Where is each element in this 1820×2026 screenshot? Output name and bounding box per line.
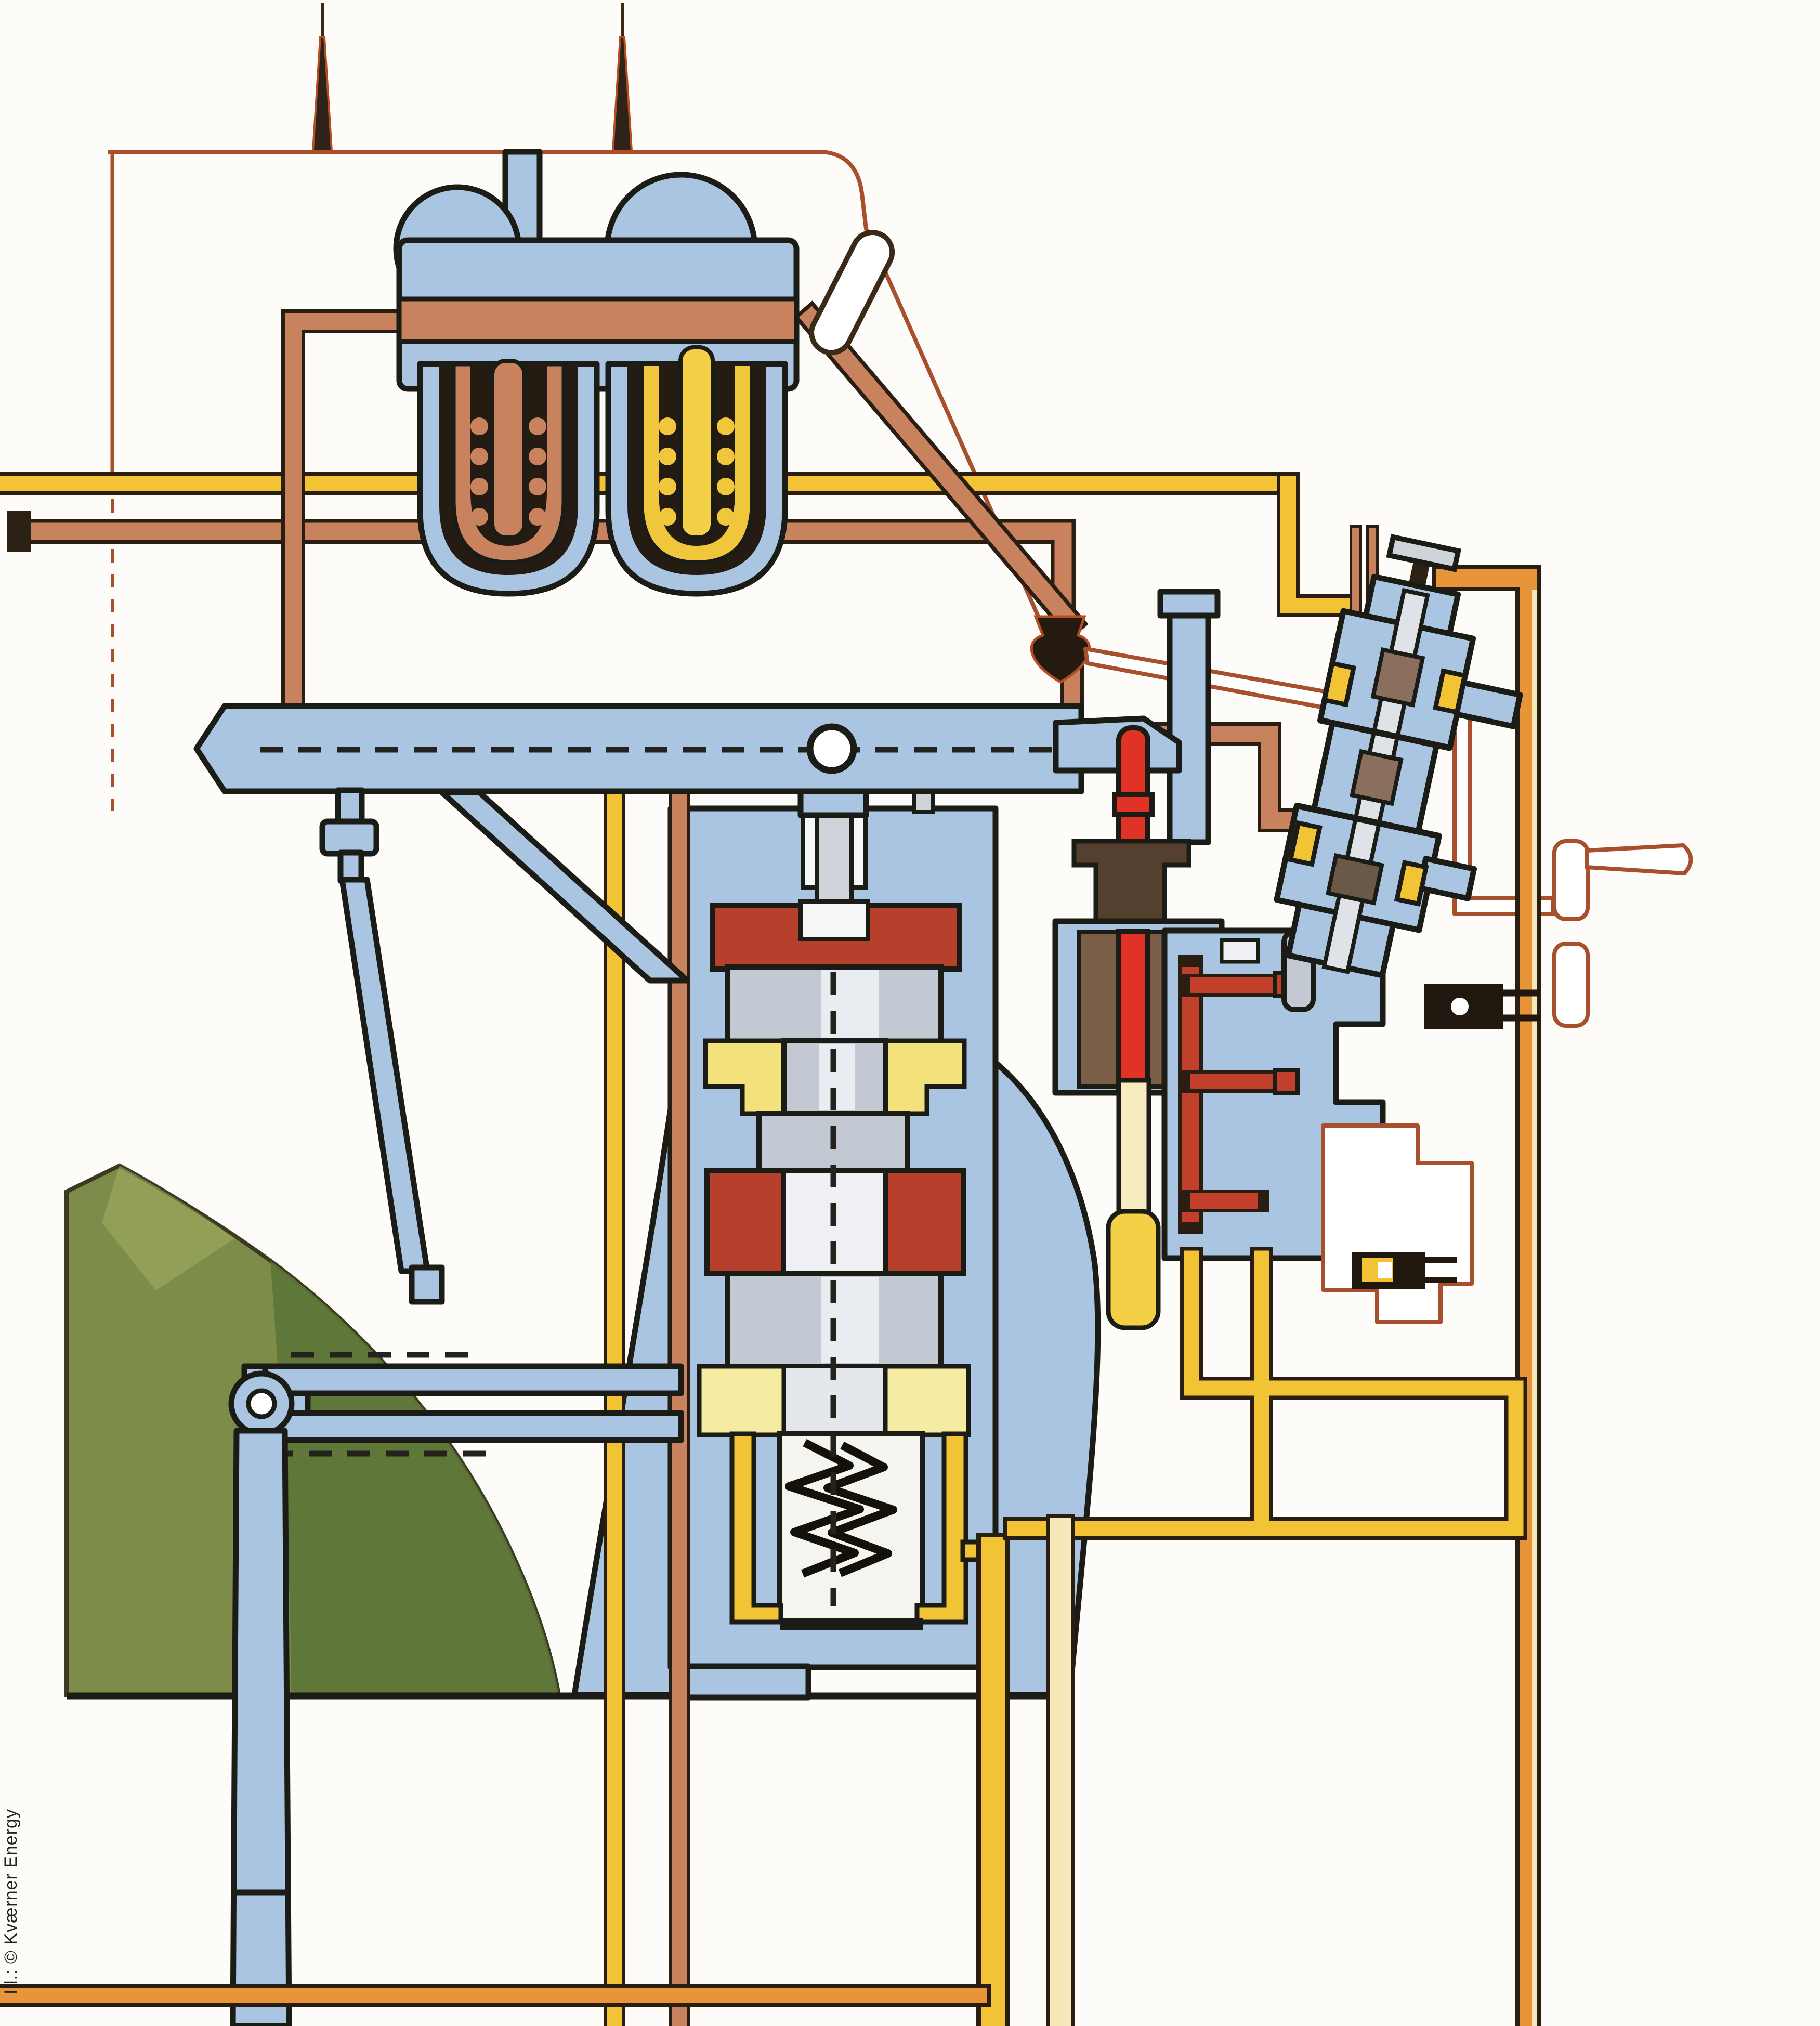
restoring-rod [339,877,430,1274]
manual-crank-outline [1552,839,1693,1028]
credit-text: Ill.: © Kværner Energy [1,1809,21,1994]
spring-bracket-right [914,1431,968,1625]
filter-cup-clean-oil [605,345,788,597]
guide-vane-arm [230,1428,292,2026]
pilot-valve-block [1161,927,1540,1324]
servo-red-chamber-left [704,1168,787,1276]
filter-element-right [678,345,715,540]
servo-red-chamber-right [883,1168,966,1276]
needle-pointer-left [311,3,333,152]
orange-stand-pipe [1432,565,1541,2026]
distributor-handle [1386,534,1461,572]
damper-bottle [1106,1209,1161,1330]
servo-spring [785,1439,897,1578]
yellow-drain-loop [1003,1247,1527,2026]
servo-pilot-stem [815,806,854,910]
servo-foot [673,1663,811,1701]
feedback-link [319,787,445,1305]
filter-copper-gallery [397,296,799,344]
servo-pale-port-right [883,1364,971,1437]
main-servomotor [571,805,1101,1701]
control-rod-outline [1552,942,1590,1028]
drain-fitting [1352,1252,1457,1289]
accumulator-outline [1321,1123,1474,1324]
floating-lever-assembly [193,703,1084,2026]
pendulum-crossbar [1071,839,1191,924]
delivery-pipe-diagonal [793,300,1089,641]
turnbuckle [319,818,379,857]
filter-cup-dirty-oil [417,359,600,597]
sight-capsule [809,230,895,356]
damper-plunger [1116,1078,1151,1219]
tilted-distributor-valve [1274,534,1523,978]
discharge-pipe-wide-yellow [960,1533,1010,2026]
pendulum-tower [1167,595,1211,845]
pipe-end-cap [7,511,31,552]
spring-bracket-left [729,1431,783,1625]
duplex-oil-filter [393,149,800,597]
lever-brace [439,789,690,984]
filter-element-left [490,359,527,540]
lever-pivot-circle [806,723,857,774]
rod-pin [409,1264,445,1305]
needle-pointer-right [611,3,633,152]
servo-pale-port-left [697,1364,787,1437]
pilot-end-bracket [1424,984,1540,1029]
floating-lever-beam [193,703,1084,794]
